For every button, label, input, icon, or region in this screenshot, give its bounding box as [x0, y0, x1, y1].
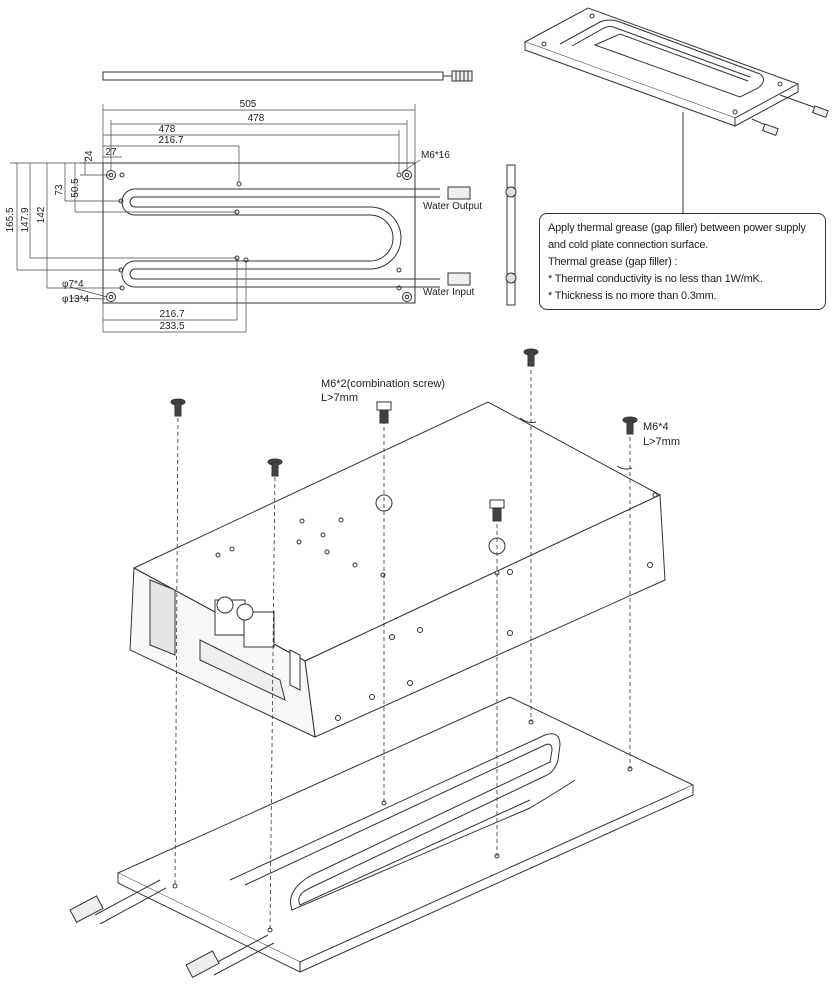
thermal-grease-note: Apply thermal grease (gap filler) betwee… — [539, 213, 826, 310]
top-view-dimensions — [10, 104, 421, 333]
assembly-cold-plate — [69, 696, 695, 979]
dim-27: 27 — [105, 147, 117, 158]
water-output-label: Water Output — [423, 201, 482, 212]
screw-icon — [170, 398, 186, 417]
screw-guide-lines — [174, 370, 631, 931]
dim-216-7: 216.7 — [158, 135, 183, 146]
power-supply-unit — [129, 401, 666, 738]
end-view-plate — [505, 164, 517, 306]
screw-icon — [622, 416, 638, 435]
dim-bottom-233-5: 233.5 — [159, 321, 184, 332]
hole-label-13: φ13*4 — [62, 294, 89, 305]
screw-icon — [376, 401, 392, 424]
dim-bottom-216-7: 216.7 — [159, 309, 184, 320]
note-line-4: * Thermal conductivity is no less than 1… — [548, 273, 763, 285]
dim-505: 505 — [240, 99, 257, 110]
dim-142: 142 — [36, 206, 47, 223]
screw4-label: M6*4 — [643, 421, 669, 433]
dim-478-short: 478 — [159, 124, 176, 135]
combo-screw-length: L>7mm — [321, 392, 358, 404]
screw-icon — [267, 458, 283, 477]
combo-screw-label: M6*2(combination screw) — [321, 378, 445, 390]
note-line-1: Apply thermal grease (gap filler) betwee… — [548, 222, 806, 234]
screw-icons — [170, 348, 638, 522]
iso-cold-plate — [523, 7, 829, 137]
screw4-length: L>7mm — [643, 436, 680, 448]
note-line-5: * Thickness is no more than 0.3mm. — [548, 290, 717, 302]
dim-147-9: 147.9 — [20, 207, 31, 232]
screw-label-m6-16: M6*16 — [421, 150, 450, 161]
top-view-dim-text: 505 478 478 216.7 27 24 73 50.5 142 147.… — [5, 99, 482, 332]
dim-165-5: 165.5 — [5, 207, 16, 232]
hole-label-7: φ7*4 — [62, 279, 84, 290]
note-line-3: Thermal grease (gap filler) : — [548, 256, 678, 268]
top-view-plate — [102, 162, 471, 304]
side-view-plate — [102, 70, 473, 82]
screw-icon — [489, 499, 505, 522]
dim-50-5: 50.5 — [70, 178, 81, 198]
note-line-2: and cold plate connection surface. — [548, 239, 709, 251]
dim-24: 24 — [84, 150, 95, 162]
dim-478: 478 — [248, 113, 265, 124]
dim-73: 73 — [54, 184, 65, 196]
water-input-label: Water Input — [423, 287, 475, 298]
screw-icon — [523, 348, 539, 367]
